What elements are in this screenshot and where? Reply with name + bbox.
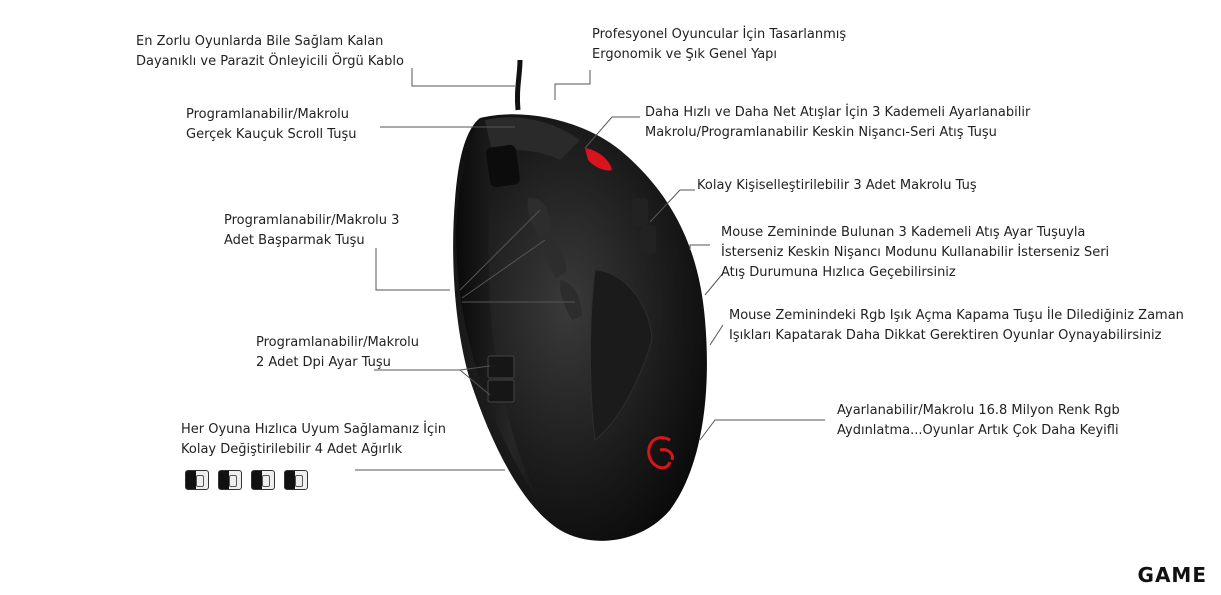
weight-icon [284,470,308,490]
braided-cable [514,59,523,111]
weight-icons [185,470,308,490]
macro-button-1 [632,198,648,226]
sniper-button [585,148,612,171]
rgb-logo [647,436,674,470]
dpi-button-down [487,379,515,403]
thumb-button-3 [559,280,582,320]
label-rgb-lighting: Ayarlanabilir/Makrolu 16.8 Milyon Renk R… [837,403,1120,438]
label-thumb-buttons: Programlanabilir/Makrolu 3 Adet Başparma… [224,213,400,248]
macro-button-2 [640,226,656,254]
scroll-wheel-area [486,144,520,188]
label-rgb-toggle: Mouse Zeminindeki Rgb Işık Açma Kapama T… [729,308,1184,343]
label-macro-buttons: Kolay Kişiselleştirilebilir 3 Adet Makro… [697,178,977,193]
weight-icon [251,470,275,490]
mouse-left-side [456,118,548,515]
mouse-wing [589,269,653,441]
label-scroll: Programlanabilir/Makrolu Gerçek Kauçuk S… [186,107,357,142]
dpi-button-up [487,355,515,379]
label-dpi-buttons: Programlanabilir/Makrolu 2 Adet Dpi Ayar… [256,335,420,370]
leader-lines [355,68,825,471]
label-weights: Her Oyuna Hızlıca Uyum Sağlamanız İçin K… [181,422,446,457]
weight-icon [185,470,209,490]
label-sniper-button: Daha Hızlı ve Daha Net Atışlar İçin 3 Ka… [645,105,1031,140]
label-cable: En Zorlu Oyunlarda Bile Sağlam Kalan Day… [136,34,404,69]
brand-logo: GAME [1137,563,1207,587]
label-fire-mode: Mouse Zemininde Bulunan 3 Kademeli Atış … [721,225,1110,280]
thumb-button-1 [527,197,551,238]
thumb-button-2 [544,240,566,278]
weight-icon [218,470,242,490]
label-ergonomic: Profesyonel Oyuncular İçin Tasarlanmış E… [592,27,847,62]
